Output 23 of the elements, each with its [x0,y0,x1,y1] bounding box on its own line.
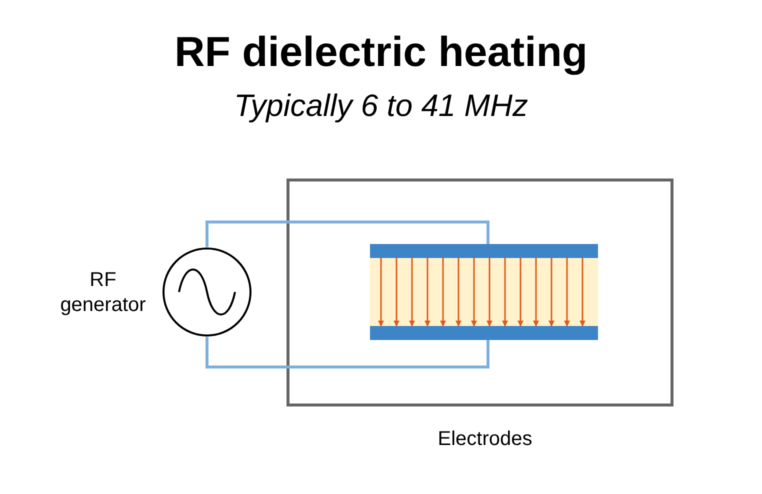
field-arrow [471,258,477,327]
electrode-plate [370,244,598,258]
ac-source-symbol [162,247,252,337]
wire [206,337,490,368]
field-arrow [486,258,492,327]
field-arrow [394,258,400,327]
wire [206,220,490,247]
field-arrow [564,258,570,327]
field-arrow [456,258,462,327]
field-arrow [518,258,524,327]
field-arrow [440,258,446,327]
electrodes-label: Electrodes [438,428,532,450]
field-arrow [548,258,554,327]
field-arrow [533,258,539,327]
title: RF dielectric heating [174,28,588,75]
field-arrow [424,258,430,327]
generator-label: RF generator [59,268,147,318]
field-arrow [580,258,586,327]
field-arrow [502,258,508,327]
field-arrow [378,258,384,327]
field-arrow [409,258,415,327]
subtitle: Typically 6 to 41 MHz [234,88,528,123]
electrode-plate [370,326,598,340]
